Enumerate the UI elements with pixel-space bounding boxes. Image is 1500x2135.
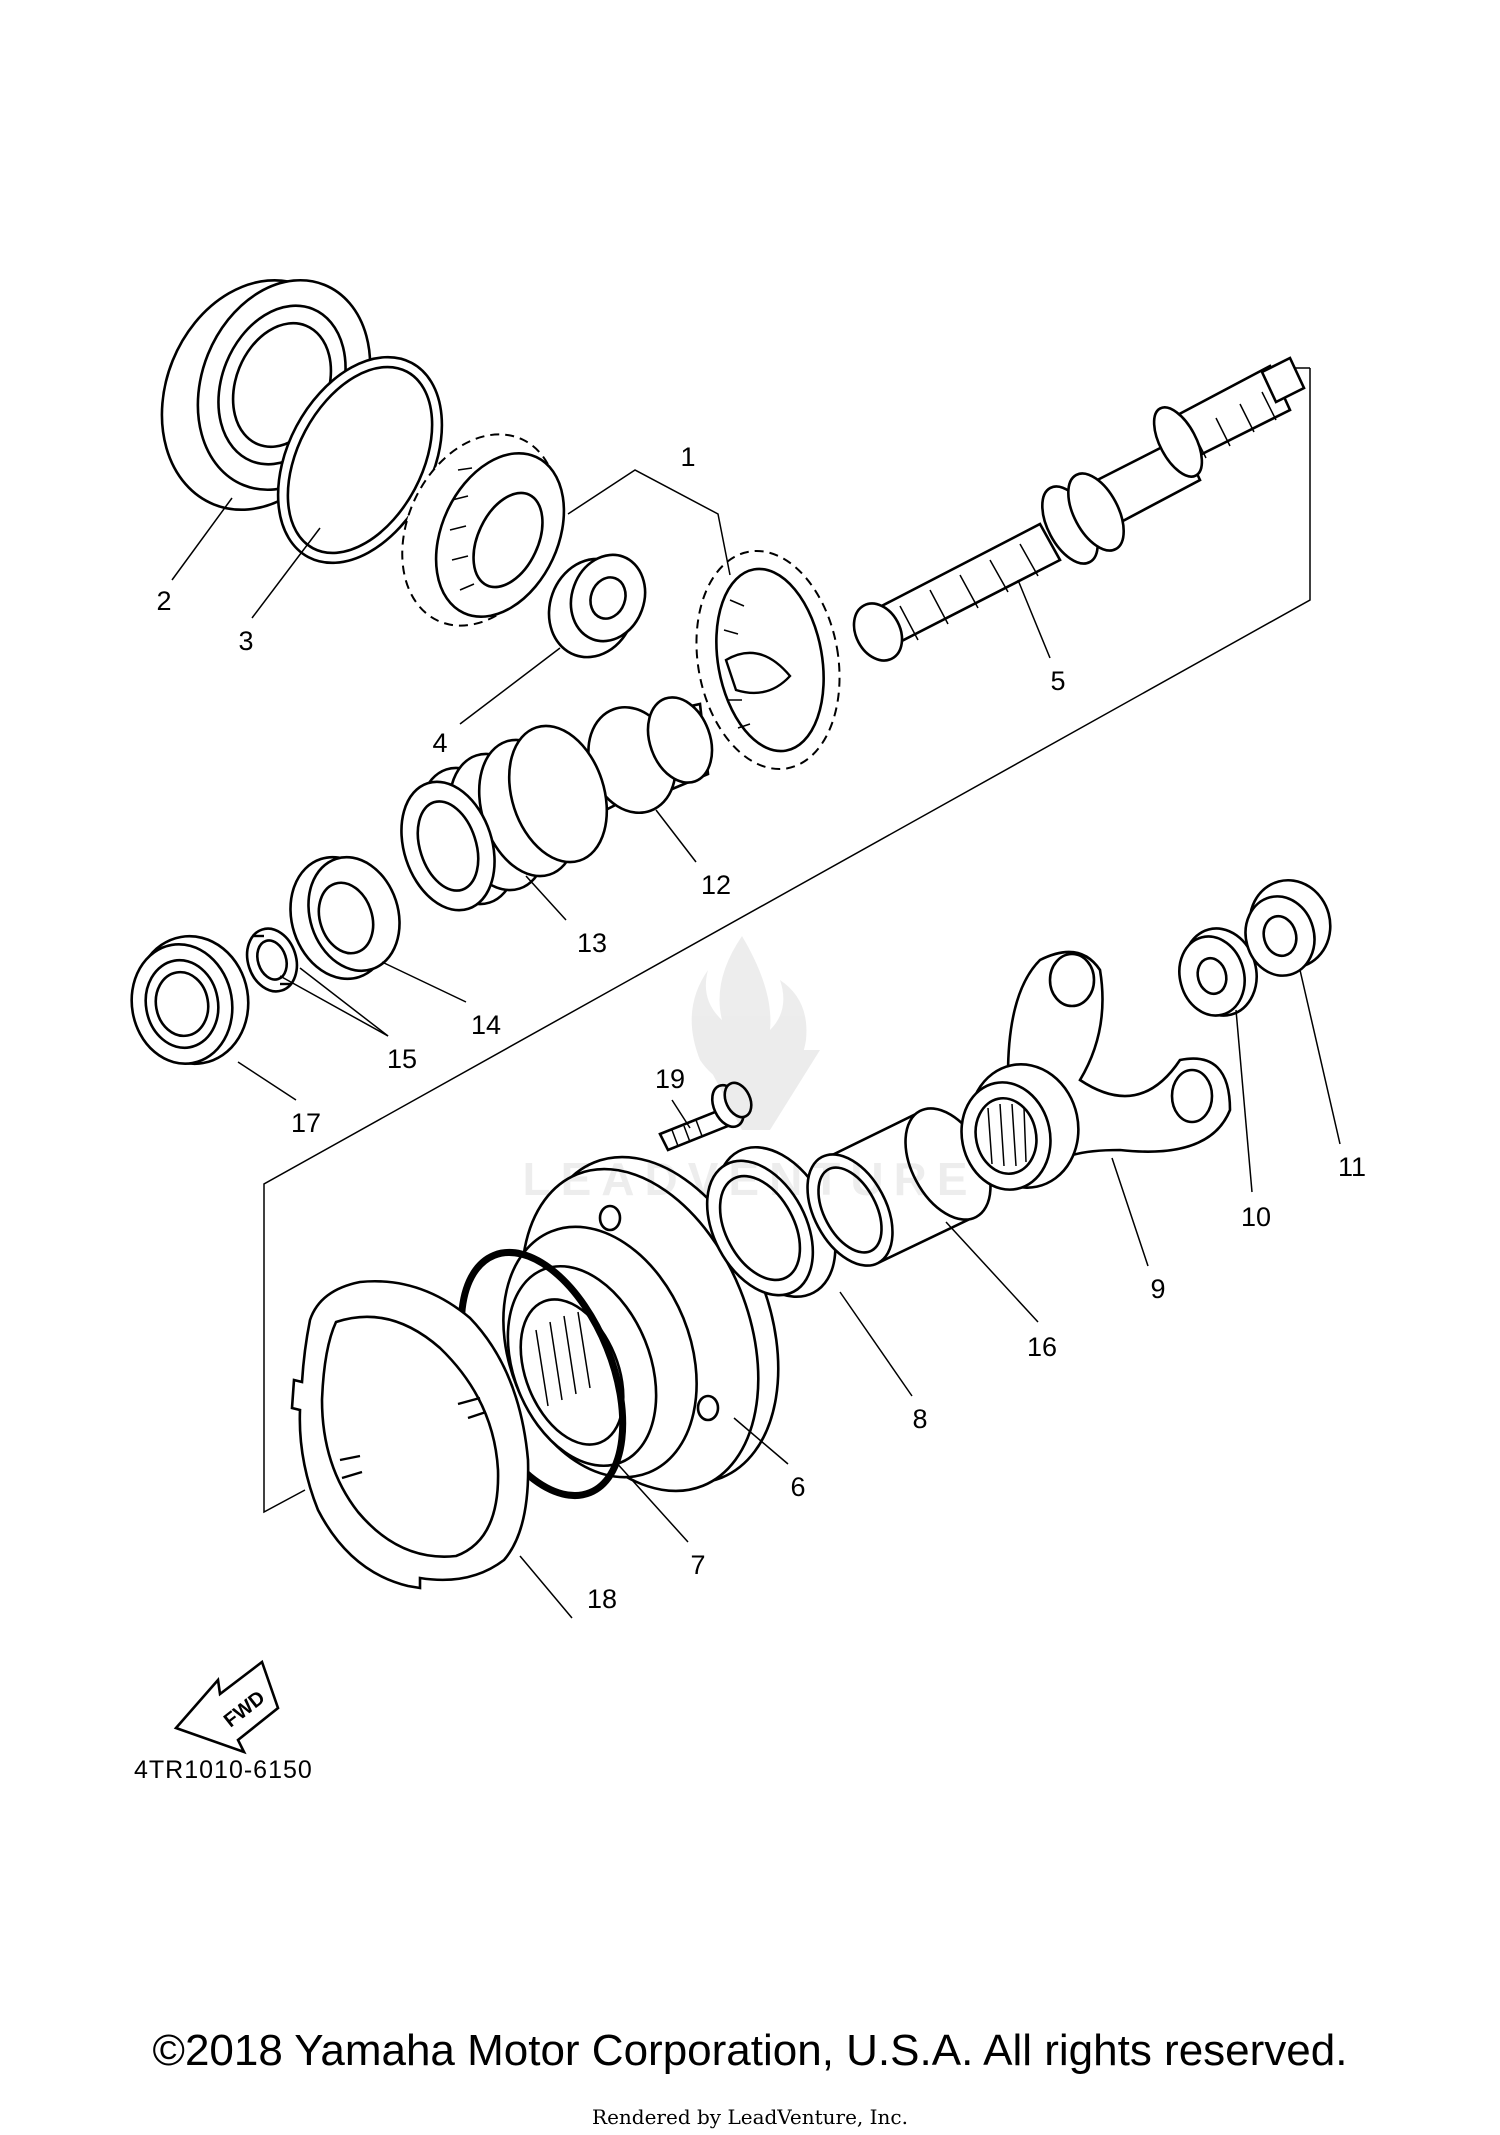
callout-14[interactable]: 14 [471,1010,501,1040]
part-13-spring[interactable] [386,713,624,922]
part-9-yoke[interactable] [952,950,1232,1198]
callout-11[interactable]: 11 [1338,1152,1366,1182]
callout-17[interactable]: 17 [291,1108,321,1138]
callout-16[interactable]: 16 [1027,1332,1057,1362]
callout-2[interactable]: 2 [156,586,171,616]
part-10-washer[interactable] [1171,920,1266,1024]
callout-1[interactable]: 1 [680,442,695,472]
callout-8[interactable]: 8 [912,1404,927,1434]
callout-9[interactable]: 9 [1150,1274,1165,1304]
callout-4[interactable]: 4 [432,728,447,758]
fwd-arrow-icon: FWD [173,1659,280,1755]
callout-5[interactable]: 5 [1050,666,1065,696]
part-14-collar[interactable] [275,844,414,992]
part-17-bearing[interactable] [122,927,258,1073]
watermark-text: LEADVENTURE [522,1153,978,1205]
drawing-code: 4TR1010-6150 [134,1756,313,1784]
part-11-nut[interactable] [1237,871,1340,983]
copyright-notice: ©2018 Yamaha Motor Corporation, U.S.A. A… [152,2026,1348,2075]
rendered-by-notice: Rendered by LeadVenture, Inc. [592,2105,908,2129]
watermark-logo-icon [691,936,820,1130]
part-5-shaft[interactable] [844,356,1306,669]
part-4-nut[interactable] [535,544,656,669]
part-16-sleeve[interactable] [790,1094,1008,1280]
part-1-leader [567,469,731,576]
callout-labels: 1 2 3 4 5 6 7 8 9 10 11 12 13 14 15 16 1… [156,442,1366,1614]
callout-10[interactable]: 10 [1241,1202,1271,1232]
callout-3[interactable]: 3 [238,626,253,656]
callout-13[interactable]: 13 [577,928,607,958]
callout-19[interactable]: 19 [655,1064,685,1094]
part-3-shim[interactable] [245,329,475,591]
part-1-gear-set[interactable] [372,409,856,781]
callout-6[interactable]: 6 [790,1472,805,1502]
callout-18[interactable]: 18 [587,1584,617,1614]
callout-12[interactable]: 12 [701,870,731,900]
part-6-housing[interactable] [468,1121,824,1526]
callout-7[interactable]: 7 [690,1550,705,1580]
part-19-bolt[interactable] [658,1079,756,1152]
callout-15[interactable]: 15 [387,1044,417,1074]
leader-lines [171,497,1341,1619]
part-18-plate[interactable] [290,1280,530,1590]
part-15-keepers[interactable] [239,922,304,998]
part-8-seal[interactable] [686,1127,860,1317]
